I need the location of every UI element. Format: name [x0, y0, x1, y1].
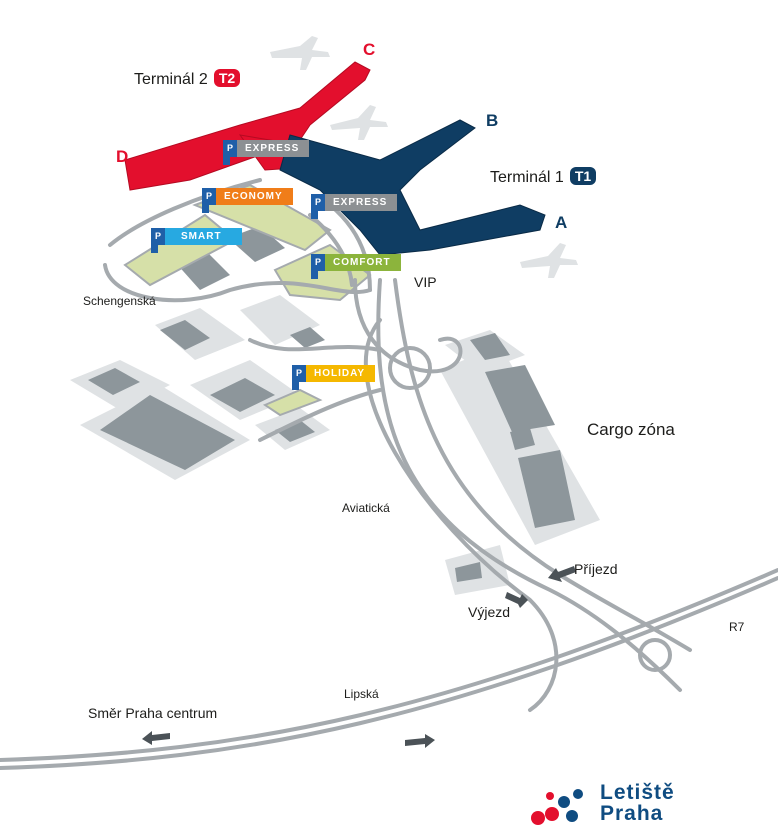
r7-label: R7 — [729, 620, 745, 634]
prague-centre-label: Směr Praha centrum — [88, 705, 218, 721]
arrival-label: Příjezd — [574, 561, 618, 577]
schengenska-label: Schengenská — [83, 294, 156, 308]
vip-label: VIP — [414, 274, 437, 290]
arrow-right-icon — [505, 592, 528, 608]
direction-arrows — [142, 566, 576, 748]
pier-c-label: C — [363, 40, 376, 59]
airplane-icon — [520, 243, 578, 278]
terminal-2-badge: T2 — [213, 69, 241, 87]
parking-icon: P — [292, 365, 306, 390]
parking-icon: P — [151, 228, 165, 253]
arrow-right-icon — [405, 734, 435, 748]
pier-a-label: A — [555, 213, 568, 232]
parking-icon: P — [223, 140, 237, 165]
arrow-left-icon — [548, 566, 576, 582]
airplane-icons — [270, 36, 578, 278]
airplane-icon — [270, 36, 330, 70]
lipska-label: Lipská — [344, 687, 379, 701]
aviaticka-label: Aviatická — [342, 501, 390, 515]
arrow-left-icon — [142, 731, 170, 745]
parking-icon: P — [311, 254, 325, 279]
road-network — [0, 178, 778, 770]
parking-icon: P — [311, 194, 325, 219]
departure-label: Výjezd — [468, 604, 511, 620]
terminal-1-badge: T1 — [569, 167, 597, 185]
pier-d-label: D — [116, 147, 129, 166]
airplane-icon — [330, 105, 388, 140]
logo-mark — [531, 789, 583, 825]
parking-icon: P — [202, 188, 216, 213]
cargo-zone-label: Cargo zóna — [587, 420, 675, 439]
pier-b-label: B — [486, 111, 499, 130]
